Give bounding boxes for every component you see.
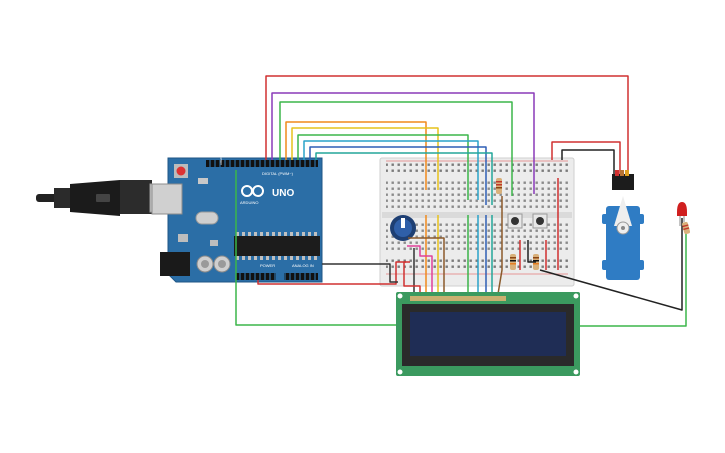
atmega-chip: [234, 236, 320, 256]
wire-blue: [309, 146, 487, 205]
digital-header: [206, 160, 318, 167]
wire-green: [279, 101, 513, 196]
wire-green-led: [235, 170, 398, 326]
potentiometer[interactable]: [390, 215, 416, 241]
board-brand-label: ARDUINO: [240, 200, 258, 205]
power-jack: [160, 252, 190, 276]
arduino-infinity-logo: [241, 185, 264, 197]
wire-green-2: [297, 134, 469, 200]
resistor: [496, 178, 502, 194]
wire-arduino-gnd: [322, 263, 398, 283]
wire-purple: [271, 92, 535, 194]
wire-teal: [315, 152, 493, 205]
wire-yellow: [291, 127, 439, 190]
wire-black-rail: [561, 149, 615, 176]
lcd-16x2[interactable]: [396, 292, 580, 376]
push-button[interactable]: [507, 213, 523, 229]
wire-pot-brown: [408, 237, 445, 294]
wire-lcd-pink: [407, 245, 433, 294]
analog-header: [284, 273, 318, 280]
resistor: [510, 254, 516, 270]
analog-header-label: ANALOG IN: [292, 263, 314, 268]
power-header-label: POWER: [260, 263, 275, 268]
breadboard[interactable]: [379, 157, 575, 287]
wire-red-rail: [551, 141, 621, 176]
power-header: [236, 273, 276, 280]
servo-motor[interactable]: [602, 170, 644, 280]
wires: [235, 75, 687, 327]
wire-cyan: [303, 140, 479, 200]
led-resistor: [681, 221, 691, 235]
aref-label: AREF: [219, 157, 223, 165]
wire-black-led: [539, 218, 683, 311]
push-button[interactable]: [532, 213, 548, 229]
digital-header-label: DIGITAL (PWM~): [262, 171, 294, 176]
wire-arduino-5v: [257, 261, 406, 285]
lcd-screen: [410, 312, 566, 356]
wire-orange: [285, 121, 427, 190]
wire-green-led-lcd: [578, 232, 687, 327]
wire-red-servo-power: [265, 75, 629, 176]
led[interactable]: [677, 202, 687, 226]
usb-jack: [151, 183, 183, 215]
wire-black-jumper: [527, 240, 536, 263]
wire-lcd-brown: [497, 196, 503, 295]
lcd-pin-header: [410, 296, 506, 301]
board-model-label: UNO: [272, 188, 294, 199]
arduino-uno-board[interactable]: UNO ARDUINO DIGITAL (PWM~) AREF POWER AN…: [151, 157, 323, 283]
